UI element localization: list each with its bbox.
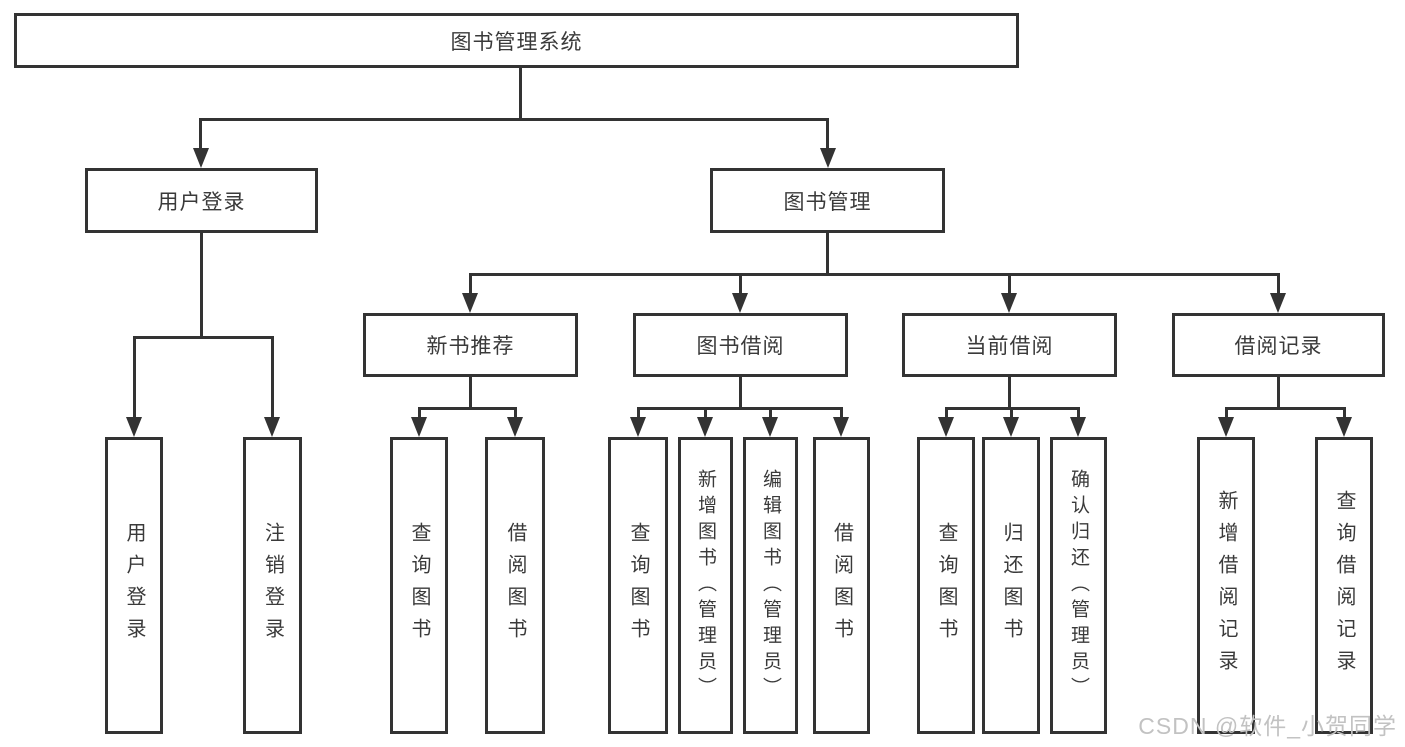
node-book-management: 图书管理 bbox=[710, 168, 945, 233]
node-label: 新增借阅记录 bbox=[1215, 489, 1237, 682]
node-new-book-recommendation: 新书推荐 bbox=[363, 313, 578, 377]
connector-line bbox=[199, 118, 829, 121]
node-edit-books-admin: 编辑图书（管理员） bbox=[743, 437, 798, 734]
connector-line bbox=[1277, 273, 1280, 297]
connector-line bbox=[840, 407, 843, 421]
connector-arrowhead bbox=[411, 417, 427, 437]
connector-arrowhead bbox=[126, 417, 142, 437]
node-label: 查询借阅记录 bbox=[1333, 489, 1355, 682]
connector-line bbox=[637, 407, 640, 421]
node-label: 查询图书 bbox=[408, 521, 430, 650]
node-label: 用户登录 bbox=[157, 190, 246, 214]
connector-line bbox=[1225, 407, 1228, 421]
connector-line bbox=[133, 336, 136, 419]
node-label: 新书推荐 bbox=[426, 335, 515, 358]
node-label: 新增图书（管理员） bbox=[695, 468, 716, 703]
connector-arrowhead bbox=[1270, 293, 1286, 313]
connector-arrowhead bbox=[1001, 293, 1017, 313]
node-label: 图书借阅 bbox=[696, 335, 785, 358]
connector-arrowhead bbox=[762, 417, 778, 437]
node-label: 用户登录 bbox=[123, 521, 145, 650]
node-user-login-action: 用户登录 bbox=[105, 437, 163, 734]
connector-line bbox=[1277, 377, 1280, 407]
node-add-books-admin: 新增图书（管理员） bbox=[678, 437, 733, 734]
node-label: 注销登录 bbox=[261, 521, 284, 650]
node-add-borrow-record: 新增借阅记录 bbox=[1197, 437, 1255, 734]
connector-line bbox=[1008, 377, 1011, 407]
node-confirm-return-admin: 确认归还（管理员） bbox=[1050, 437, 1107, 734]
connector-arrowhead bbox=[1003, 417, 1019, 437]
csdn-watermark: CSDN @软件_小贺同学 bbox=[1138, 713, 1397, 739]
connector-arrowhead bbox=[1070, 417, 1086, 437]
node-query-books-borrowing: 查询图书 bbox=[608, 437, 668, 734]
connector-line bbox=[1343, 407, 1346, 421]
node-user-login: 用户登录 bbox=[85, 168, 318, 233]
node-label: 归还图书 bbox=[1000, 521, 1022, 650]
connector-line bbox=[704, 407, 707, 421]
node-query-books-current: 查询图书 bbox=[917, 437, 975, 734]
connector-line bbox=[1008, 273, 1011, 297]
connector-line bbox=[200, 233, 203, 336]
connector-line bbox=[418, 407, 421, 421]
connector-line bbox=[769, 407, 772, 421]
connector-arrowhead bbox=[1218, 417, 1234, 437]
connector-line bbox=[418, 407, 517, 410]
connector-line bbox=[1077, 407, 1080, 421]
connector-arrowhead bbox=[833, 417, 849, 437]
connector-arrowhead bbox=[732, 293, 748, 313]
connector-arrowhead bbox=[938, 417, 954, 437]
connector-line bbox=[1225, 407, 1345, 410]
node-library-management-system: 图书管理系统 bbox=[14, 13, 1019, 68]
node-borrow-books-recommend: 借阅图书 bbox=[485, 437, 545, 734]
node-label: 编辑图书（管理员） bbox=[760, 468, 781, 703]
node-label: 当前借阅 bbox=[965, 335, 1054, 358]
connector-line bbox=[826, 233, 829, 273]
node-label: 查询图书 bbox=[627, 521, 649, 650]
connector-line bbox=[133, 336, 273, 339]
node-label: 图书管理系统 bbox=[450, 30, 583, 54]
node-label: 图书管理 bbox=[783, 190, 872, 214]
node-borrowing-records: 借阅记录 bbox=[1172, 313, 1385, 377]
connector-line bbox=[469, 377, 472, 407]
connector-line bbox=[469, 273, 1279, 276]
node-return-books: 归还图书 bbox=[982, 437, 1040, 734]
node-borrow-books-borrowing: 借阅图书 bbox=[813, 437, 870, 734]
node-current-borrowing: 当前借阅 bbox=[902, 313, 1117, 377]
connector-line bbox=[199, 118, 202, 150]
node-query-borrow-record: 查询借阅记录 bbox=[1315, 437, 1373, 734]
node-label: 借阅图书 bbox=[504, 521, 526, 650]
connector-line bbox=[739, 377, 742, 407]
connector-arrowhead bbox=[630, 417, 646, 437]
connector-arrowhead bbox=[462, 293, 478, 313]
connector-line bbox=[519, 68, 522, 118]
node-label: 借阅图书 bbox=[830, 521, 853, 650]
connector-line bbox=[271, 336, 274, 419]
connector-line bbox=[826, 118, 829, 150]
node-label: 查询图书 bbox=[935, 521, 957, 650]
node-book-borrowing: 图书借阅 bbox=[633, 313, 848, 377]
connector-arrowhead bbox=[193, 148, 209, 168]
node-label: 确认归还（管理员） bbox=[1068, 468, 1089, 703]
connector-arrowhead bbox=[697, 417, 713, 437]
connector-line bbox=[637, 407, 843, 410]
node-label: 借阅记录 bbox=[1234, 335, 1323, 358]
connector-arrowhead bbox=[264, 417, 280, 437]
connector-line bbox=[945, 407, 948, 421]
connector-line bbox=[469, 273, 472, 297]
connector-arrowhead bbox=[820, 148, 836, 168]
connector-line bbox=[739, 273, 742, 297]
node-logout-action: 注销登录 bbox=[243, 437, 302, 734]
connector-arrowhead bbox=[1336, 417, 1352, 437]
node-query-books-recommend: 查询图书 bbox=[390, 437, 448, 734]
connector-line bbox=[514, 407, 517, 421]
connector-line bbox=[1010, 407, 1013, 421]
connector-arrowhead bbox=[507, 417, 523, 437]
